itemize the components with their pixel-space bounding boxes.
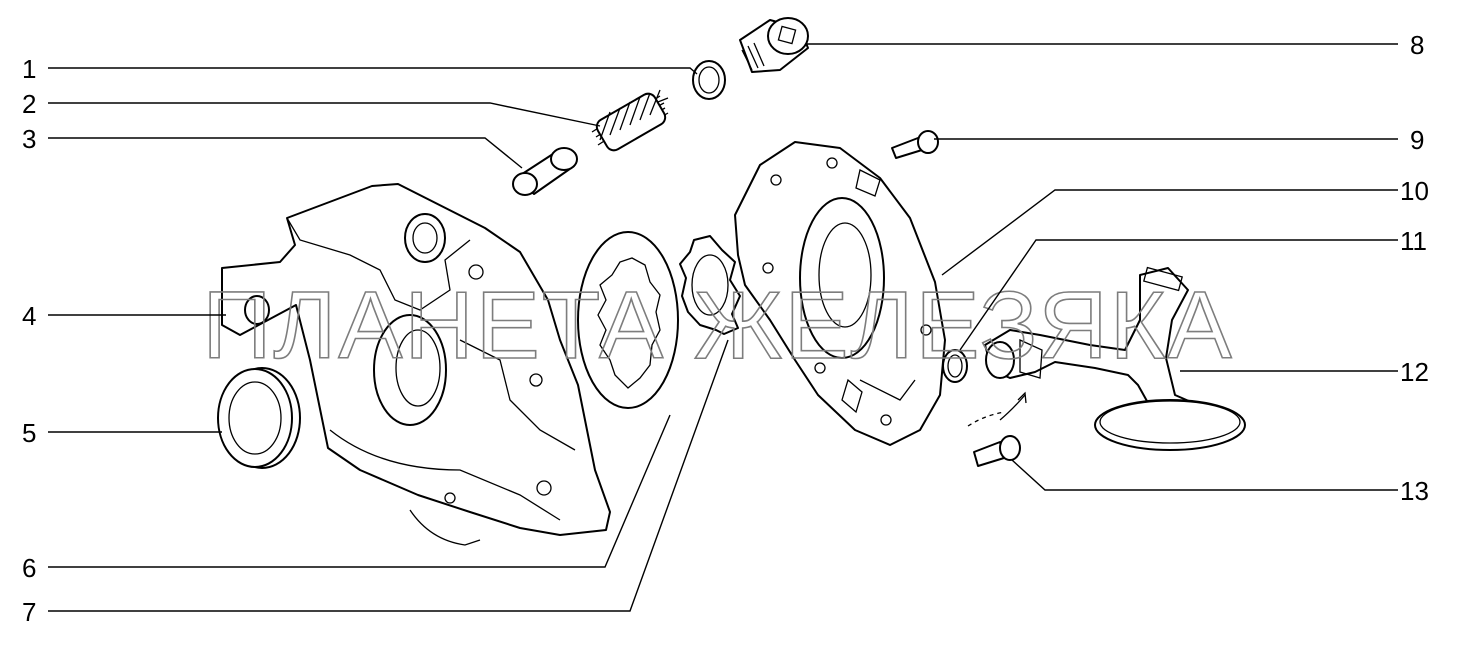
callout-12: 12 (1400, 357, 1429, 387)
leader-10 (941, 189, 1398, 276)
callout-labels: 1 2 3 4 5 6 7 8 9 10 11 12 13 (22, 30, 1429, 627)
pickup-bolt (967, 391, 1027, 467)
oil-seal (217, 367, 301, 469)
relief-valve-plug (739, 17, 809, 73)
oil-pickup-strainer (984, 266, 1246, 451)
leader-2 (48, 102, 601, 127)
leader-1 (48, 67, 698, 75)
cover-screw (891, 130, 939, 159)
callout-13: 13 (1400, 476, 1429, 506)
callout-2: 2 (22, 89, 36, 119)
outer-rotor (577, 231, 679, 409)
callout-6: 6 (22, 553, 36, 583)
leader-6 (48, 414, 671, 568)
callout-3: 3 (22, 124, 36, 154)
o-ring (942, 349, 968, 383)
relief-spring (591, 89, 669, 152)
callout-8: 8 (1410, 30, 1424, 60)
leader-11 (959, 239, 1398, 351)
sealing-washer (692, 60, 726, 100)
leader-7 (48, 339, 729, 612)
callout-10: 10 (1400, 176, 1429, 206)
pump-housing (221, 183, 611, 546)
leader-3 (48, 137, 523, 169)
leader-lines (48, 43, 1398, 612)
callout-7: 7 (22, 597, 36, 627)
callout-9: 9 (1410, 125, 1424, 155)
callout-11: 11 (1400, 226, 1427, 256)
leader-13 (1011, 459, 1398, 491)
callout-5: 5 (22, 418, 36, 448)
callout-1: 1 (22, 54, 36, 84)
valve-sleeve (512, 147, 578, 196)
callout-4: 4 (22, 301, 36, 331)
watermark-text: ПЛАНЕТА ЖЕЛЕЗЯКА (202, 272, 1233, 379)
pump-cover (734, 141, 946, 446)
inner-rotor (679, 235, 741, 335)
